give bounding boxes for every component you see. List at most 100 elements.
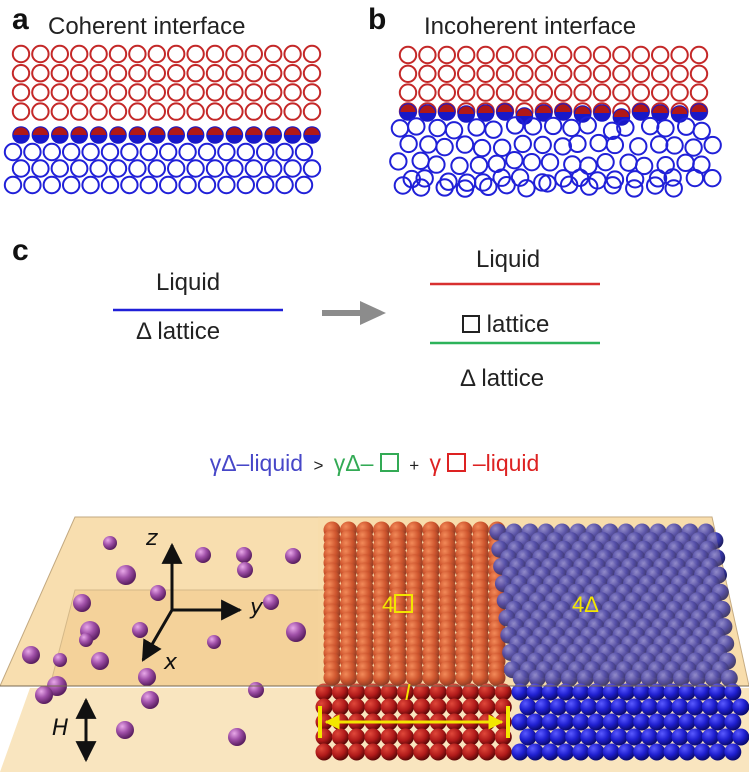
panel-title-b: Incoherent interface xyxy=(424,13,637,40)
red-lattice-atom xyxy=(11,44,31,64)
panel-title-a: Coherent interface xyxy=(48,13,246,40)
blue-lattice-atom xyxy=(294,142,314,162)
square-icon xyxy=(462,315,480,333)
liquid-particle xyxy=(79,633,93,647)
blue-lattice-atom xyxy=(81,142,100,162)
blue-lattice-atom xyxy=(692,121,711,141)
interface-atom xyxy=(670,105,689,123)
delta-phase-atom xyxy=(656,728,674,746)
red-lattice-atom xyxy=(495,64,515,84)
red-lattice-atom xyxy=(244,44,264,64)
delta-phase-atom xyxy=(656,669,674,687)
square-phase-atom xyxy=(340,669,357,687)
red-lattice-atom xyxy=(631,83,650,102)
delta-phase-atom xyxy=(717,698,735,716)
red-lattice-atom xyxy=(476,83,495,102)
blue-lattice-atom xyxy=(159,142,178,162)
incoherent-lattice xyxy=(389,45,722,198)
square-phase-atom xyxy=(356,669,374,687)
delta-phase-atom xyxy=(557,683,575,701)
delta-phase-atom xyxy=(704,669,722,687)
delta-phase-atom xyxy=(709,743,727,761)
red-lattice-atom xyxy=(437,83,456,102)
blue-lattice-atom xyxy=(197,175,217,195)
red-lattice-atom xyxy=(631,45,650,65)
blue-lattice-atom xyxy=(205,159,225,178)
blue-lattice-atom xyxy=(703,168,722,188)
blue-lattice-atom xyxy=(147,159,167,178)
delta-phase-atom xyxy=(640,669,658,687)
red-lattice-atom xyxy=(670,45,689,65)
red-lattice-atom xyxy=(128,64,147,83)
red-lattice-atom xyxy=(186,64,205,83)
red-lattice-atom xyxy=(186,102,205,121)
blue-lattice-atom xyxy=(665,136,684,155)
blue-lattice-atom xyxy=(602,121,622,141)
red-lattice-atom xyxy=(689,45,709,65)
blue-lattice-atom xyxy=(178,142,197,162)
delta-phase-atom xyxy=(617,743,635,761)
delta-phase-atom xyxy=(565,728,583,746)
liquid-particle xyxy=(22,646,40,664)
x-axis-label: x xyxy=(164,650,178,675)
blue-lattice-atom xyxy=(108,159,128,178)
blue-lattice-atom xyxy=(89,159,108,178)
square-phase-atom xyxy=(348,728,366,746)
interface-atom xyxy=(225,126,244,144)
square-phase-label: 4 xyxy=(382,594,414,616)
square-phase-atom xyxy=(397,683,414,701)
delta-phase-atom xyxy=(693,713,711,731)
square-phase-atom xyxy=(462,728,480,746)
blue-lattice-atom xyxy=(23,142,42,162)
square-phase-atom xyxy=(494,743,512,761)
red-lattice-atom xyxy=(11,64,31,83)
liquid-particle xyxy=(195,547,211,563)
blue-lattice-atom xyxy=(634,156,654,176)
liquid-particle xyxy=(35,686,53,704)
square-phase-atom xyxy=(462,743,480,761)
gamma-square-liquid: γ –liquid xyxy=(430,450,540,477)
blue-lattice-atom xyxy=(685,168,705,188)
delta-phase-atom xyxy=(663,743,681,761)
square-phase-atom xyxy=(380,698,398,716)
liquid-suffix: –liquid xyxy=(472,450,540,476)
red-lattice-atom xyxy=(108,83,128,102)
delta-phase-atom xyxy=(528,669,546,687)
red-lattice-atom xyxy=(495,83,515,102)
square-phase-atom xyxy=(315,743,333,761)
blue-lattice-atom xyxy=(605,135,625,155)
blue-lattice-atom xyxy=(645,176,665,195)
red-lattice-atom xyxy=(457,45,476,65)
red-lattice-atom xyxy=(225,64,244,83)
delta-phase-atom xyxy=(678,713,696,731)
simulation-scene xyxy=(0,516,749,772)
delta-phase-atom xyxy=(557,743,575,761)
interface-atom xyxy=(12,126,30,144)
red-lattice-atom xyxy=(11,83,31,102)
blue-lattice-atom xyxy=(70,159,89,178)
delta-phase-atom xyxy=(557,713,575,731)
red-lattice-atom xyxy=(89,83,108,102)
blue-lattice-atom xyxy=(533,135,552,155)
delta-phase-atom xyxy=(549,698,567,716)
panel-label-c: c xyxy=(12,234,29,267)
delta-phase-atom xyxy=(709,713,727,731)
interface-atom xyxy=(264,126,282,144)
blue-lattice-atom xyxy=(649,135,669,154)
blue-lattice-atom xyxy=(3,142,23,162)
blue-lattice-atom xyxy=(419,135,438,154)
liquid-particle xyxy=(207,635,221,649)
square-phase-atom xyxy=(445,743,463,761)
square-phase-atom xyxy=(406,669,423,687)
square-phase-atom xyxy=(422,669,440,687)
red-lattice-atom xyxy=(147,102,167,121)
delta-phase-atom xyxy=(678,743,696,761)
delta-phase-atom xyxy=(595,728,613,746)
red-lattice-atom xyxy=(476,64,495,84)
blue-lattice-atom xyxy=(275,142,294,162)
red-lattice-atom xyxy=(534,45,553,65)
delta-phase-atom xyxy=(686,728,704,746)
right-square-lattice-label: lattice xyxy=(462,313,549,337)
red-lattice-atom xyxy=(554,45,573,65)
gamma-symbol: γ xyxy=(429,450,442,476)
